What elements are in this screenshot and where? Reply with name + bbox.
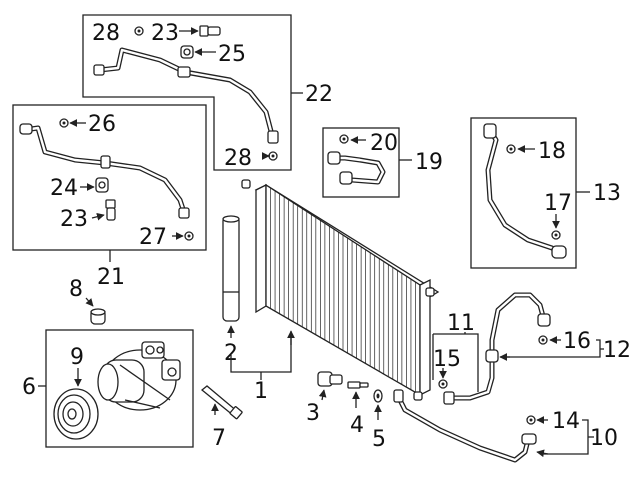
callout-28-top: 28 — [92, 21, 120, 46]
bushing-8: 8 — [69, 277, 106, 325]
callout-28-bottom: 28 — [224, 146, 252, 171]
condenser-bracket-right — [425, 287, 435, 297]
compressor-group-6: 6 9 — [22, 329, 194, 448]
hose-assembly-group-19: 20 19 — [322, 127, 443, 198]
callout-25: 25 — [218, 42, 246, 67]
callout-27: 27 — [139, 225, 167, 250]
condenser-bracket-bottom — [413, 391, 423, 401]
compressor-body — [97, 341, 181, 411]
hose-fitting-12-left — [443, 391, 455, 405]
hose-clamp — [177, 66, 191, 78]
callout-26: 26 — [88, 112, 116, 137]
hose-fitting-10-left — [393, 389, 404, 403]
group-box-6 — [45, 329, 194, 448]
callout-24: 24 — [50, 176, 78, 201]
group-box-22 — [82, 14, 292, 171]
hose-assembly-group-13: 18 17 13 — [470, 117, 621, 269]
hose-fitting-13-bottom — [551, 245, 567, 259]
callout-8: 8 — [69, 277, 83, 302]
seal-5: 5 — [372, 389, 386, 452]
callout-7: 7 — [212, 426, 226, 451]
suction-line-12: 11 15 16 12 — [432, 292, 631, 405]
hose-fitting-21-left — [19, 123, 33, 135]
hose-assembly-group-21: 26 24 23 27 21 — [12, 104, 207, 290]
service-valve-25 — [180, 45, 194, 59]
service-valve-24 — [95, 177, 109, 193]
callout-13: 13 — [593, 181, 621, 206]
condenser-1: 1 — [230, 179, 440, 404]
callout-9: 9 — [70, 345, 84, 370]
bolt-7: 7 — [200, 385, 243, 451]
callout-19: 19 — [415, 150, 443, 175]
receiver-drier-2: 2 — [222, 215, 240, 366]
pressure-sensor-23-top — [199, 25, 221, 37]
suction-hose-22 — [97, 47, 275, 138]
clutch-pulley-9 — [53, 388, 99, 440]
hose-fitting-left — [93, 64, 105, 76]
callout-3: 3 — [306, 401, 320, 426]
hose-fitting-10-right — [521, 433, 537, 445]
pressure-sensor-23-mid — [105, 199, 116, 221]
callout-6: 6 — [22, 375, 36, 400]
callout-11: 11 — [447, 311, 475, 336]
callout-17: 17 — [544, 191, 572, 216]
hose-clamp-21 — [100, 155, 111, 169]
condenser-bracket-top — [241, 179, 251, 189]
group-box-13 — [470, 117, 577, 269]
callout-20: 20 — [370, 131, 398, 156]
callout-18: 18 — [538, 139, 566, 164]
callout-4: 4 — [350, 413, 364, 438]
callout-15: 15 — [433, 347, 461, 372]
callout-10: 10 — [590, 426, 618, 451]
discharge-hose-21 — [21, 125, 187, 215]
callout-23-mid: 23 — [60, 207, 88, 232]
hose-fitting-21-right — [178, 207, 190, 219]
callout-14: 14 — [552, 409, 580, 434]
callout-5: 5 — [372, 427, 386, 452]
liquid-hose-10 — [395, 393, 531, 463]
valve-core-4: 4 — [347, 381, 369, 438]
callout-23-top: 23 — [151, 21, 179, 46]
callout-2: 2 — [224, 341, 238, 366]
callout-22: 22 — [305, 82, 333, 107]
hose-fitting-right — [267, 130, 279, 144]
pressure-switch-3: 3 — [306, 371, 343, 426]
hose-fitting-12-mid — [485, 349, 499, 363]
hose-assembly-group-22: 28 23 25 22 28 — [82, 14, 333, 171]
callout-1: 1 — [254, 379, 268, 404]
callout-16: 16 — [563, 329, 591, 354]
callout-bracket-1 — [230, 333, 292, 373]
hose-fitting-19-bottom — [339, 171, 353, 185]
callout-21: 21 — [97, 265, 125, 290]
liquid-line-10: 14 10 — [393, 389, 618, 463]
group-box-19 — [322, 127, 400, 198]
condenser-fins — [270, 187, 416, 393]
hose-fitting-13-top — [483, 123, 497, 139]
callout-12: 12 — [603, 338, 631, 363]
hose-fitting-19-top — [327, 151, 341, 165]
hose-fitting-12-right — [537, 313, 551, 327]
